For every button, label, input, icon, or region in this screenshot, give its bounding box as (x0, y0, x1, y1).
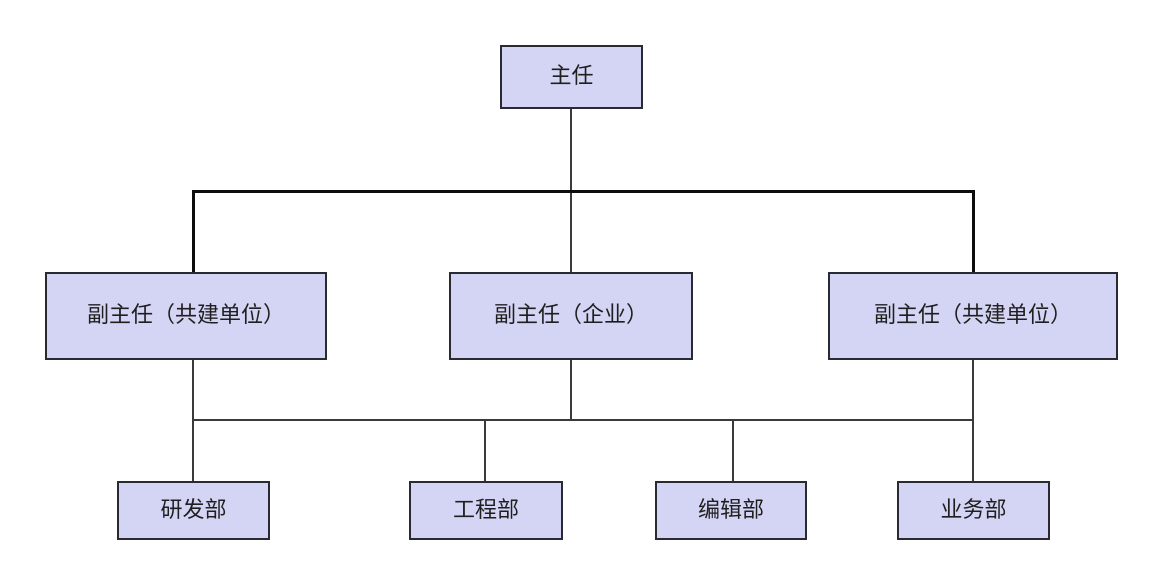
connector-level1-bus (192, 190, 975, 193)
connector-level2-bus (192, 419, 974, 421)
node-dept-eng-label: 工程部 (452, 497, 519, 523)
node-deputy-left-label: 副主任（共建单位） (86, 303, 285, 328)
node-dept-biz: 业务部 (897, 481, 1050, 540)
node-dept-edit: 编辑部 (655, 481, 807, 540)
node-dept-biz-label: 业务部 (940, 497, 1007, 523)
node-director: 主任 (500, 45, 643, 109)
node-deputy-right-label: 副主任（共建单位） (873, 303, 1072, 328)
connector-dept-eng-drop (484, 419, 486, 481)
connector-level1-drop-right (972, 190, 975, 272)
node-dept-eng: 工程部 (409, 481, 563, 540)
node-deputy-left: 副主任（共建单位） (45, 272, 327, 360)
node-deputy-center-label: 副主任（企业） (493, 303, 648, 328)
node-director-label: 主任 (549, 64, 594, 89)
node-deputy-right: 副主任（共建单位） (828, 272, 1118, 360)
connector-dept-edit-drop (732, 419, 734, 481)
node-deputy-center: 副主任（企业） (449, 272, 693, 360)
connector-deputy-center-drop (570, 360, 572, 421)
connector-level1-drop-left (192, 190, 195, 272)
node-dept-edit-label: 编辑部 (697, 497, 764, 523)
node-dept-rd-label: 研发部 (160, 497, 227, 523)
node-dept-rd: 研发部 (117, 481, 270, 540)
